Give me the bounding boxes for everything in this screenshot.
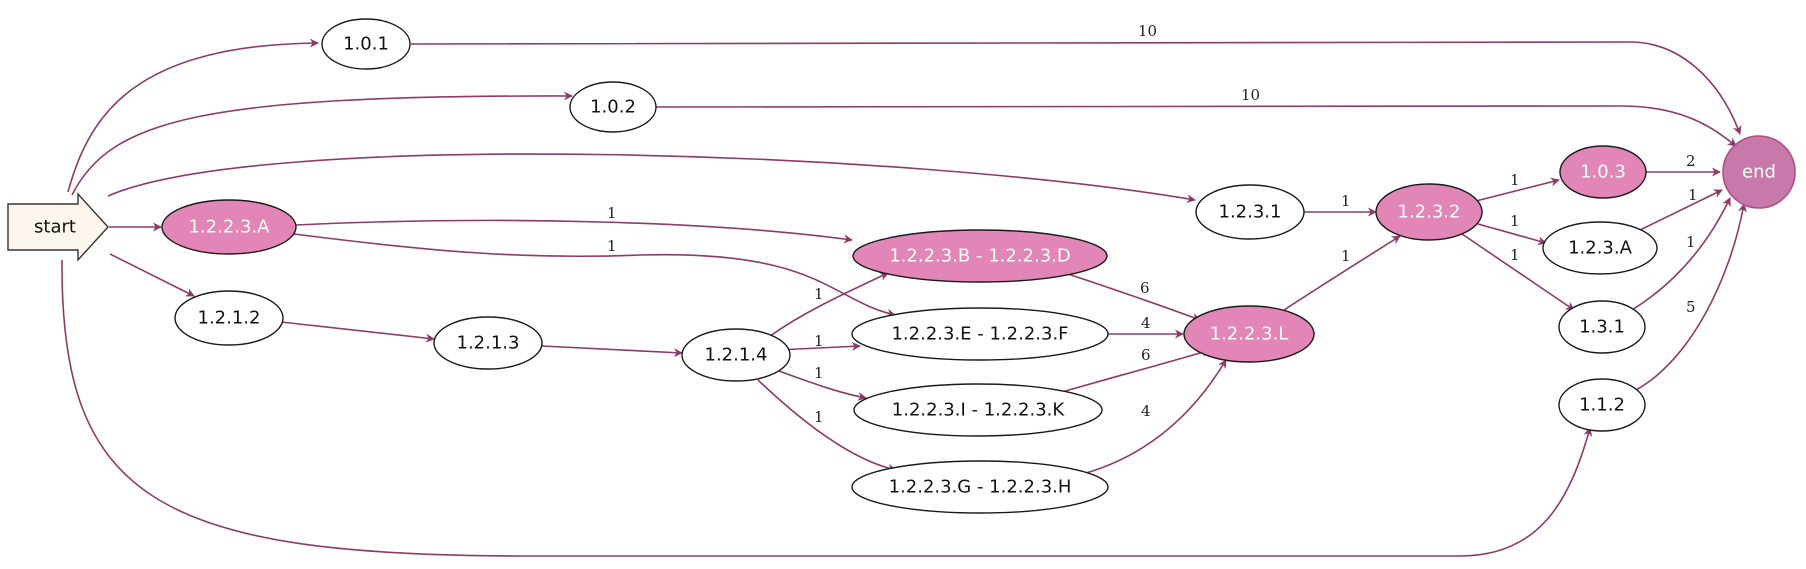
node-1.2.2.3.G-H[interactable]: 1.2.2.3.G - 1.2.2.3.H <box>851 460 1109 514</box>
edge-1.2.1.4-to-1.2.2.3.G-H <box>757 379 897 473</box>
edge-1.2.2.3.I-K-to-1.2.2.3.L <box>1061 348 1211 393</box>
edge-label: 1 <box>814 332 824 350</box>
node-label: 1.2.2.3.E - 1.2.2.3.F <box>891 324 1068 345</box>
node-label: 1.2.2.3.L <box>1210 324 1289 345</box>
node-1.0.3[interactable]: 1.0.3 <box>1559 145 1647 199</box>
edge-start-to-1.0.2 <box>71 91 573 196</box>
edge-label: 1 <box>814 285 824 303</box>
node-1.2.3.1[interactable]: 1.2.3.1 <box>1195 184 1305 240</box>
edge-label: 1 <box>1688 186 1698 204</box>
edge-label: 6 <box>1140 279 1150 297</box>
node-end[interactable]: end <box>1722 135 1796 209</box>
edge-1.2.2.3.A-to-1.2.2.3.B-D <box>295 219 853 244</box>
node-label: 1.0.3 <box>1580 162 1626 183</box>
edge-label: 10 <box>1241 86 1260 104</box>
edge-1.1.2-to-end <box>1635 203 1747 391</box>
node-1.2.1.4[interactable]: 1.2.1.4 <box>681 328 791 382</box>
edge-1.2.1.3-to-1.2.1.4 <box>541 345 683 358</box>
edge-start-to-1.2.1.2 <box>109 253 195 297</box>
edge-label: 1 <box>1510 212 1520 230</box>
edge-label: 4 <box>1141 402 1151 420</box>
edge-1.2.2.3.G-H-to-1.2.2.3.L <box>1074 359 1227 477</box>
edge-1.2.2.3.L-to-1.2.3.2 <box>1283 235 1401 311</box>
node-1.2.2.3.I-K[interactable]: 1.2.2.3.I - 1.2.2.3.K <box>853 383 1103 437</box>
edge-1.2.2.3.A-to-1.2.2.3.E-F <box>293 233 896 318</box>
node-label: 1.2.2.3.I - 1.2.2.3.K <box>892 400 1066 421</box>
edge-label: 10 <box>1138 22 1157 40</box>
edge-start-to-1.1.2 <box>61 259 1593 557</box>
node-label: 1.2.3.2 <box>1398 202 1461 223</box>
edge-1.2.3.2-to-1.3.1 <box>1461 233 1575 311</box>
edge-label: 1 <box>607 237 617 255</box>
edge-1.3.1-to-end <box>1631 197 1731 311</box>
edge-label: 1 <box>814 408 824 426</box>
edge-1.2.3.A-to-end <box>1639 189 1723 231</box>
edge-label: 1 <box>1510 246 1520 264</box>
node-1.2.2.3.L[interactable]: 1.2.2.3.L <box>1183 305 1315 363</box>
node-1.2.2.3.B-D[interactable]: 1.2.2.3.B - 1.2.2.3.D <box>852 229 1108 283</box>
edge-label: 1 <box>607 204 617 222</box>
node-label: 1.2.2.3.G - 1.2.2.3.H <box>889 477 1072 498</box>
node-label: 1.2.1.2 <box>198 308 261 329</box>
node-1.2.2.3.A[interactable]: 1.2.2.3.A <box>161 199 297 255</box>
node-1.2.1.2[interactable]: 1.2.1.2 <box>174 290 284 346</box>
node-1.1.2[interactable]: 1.1.2 <box>1558 378 1646 432</box>
edge-start-to-1.2.3.1 <box>107 153 1196 204</box>
node-label: 1.0.2 <box>590 97 636 118</box>
node-1.2.3.2[interactable]: 1.2.3.2 <box>1375 183 1483 241</box>
node-label: start <box>34 217 76 238</box>
edge-1.2.1.4-to-1.2.2.3.B-D <box>769 272 889 337</box>
node-1.0.1[interactable]: 1.0.1 <box>321 18 411 70</box>
edge-1.2.3.2-to-1.2.3.A <box>1477 223 1547 246</box>
node-label: 1.2.2.3.B - 1.2.2.3.D <box>889 246 1071 267</box>
edge-1.2.3.2-to-1.0.3 <box>1475 177 1560 202</box>
edge-label: 5 <box>1686 298 1696 316</box>
node-start[interactable]: start <box>7 192 109 262</box>
node-label: 1.1.2 <box>1579 395 1625 416</box>
edge-label: 6 <box>1141 346 1151 364</box>
node-label: 1.2.1.3 <box>457 333 520 354</box>
node-1.0.2[interactable]: 1.0.2 <box>569 81 657 133</box>
edge-start-to-1.0.1 <box>67 38 319 193</box>
edge-1.2.1.4-to-1.2.2.3.E-F <box>776 341 861 351</box>
edge-label: 1 <box>1341 192 1351 210</box>
node-label: 1.0.1 <box>343 34 389 55</box>
node-label: 1.2.2.3.A <box>188 217 270 238</box>
edge-label: 1 <box>1341 247 1351 265</box>
node-label: end <box>1742 162 1776 183</box>
node-label: 1.2.1.4 <box>705 345 768 366</box>
edge-label: 1 <box>1686 233 1696 251</box>
nodes: start end 1.0.1 1.0.2 1.0.3 1.2.2.3.A 1.… <box>7 18 1796 514</box>
edges: 10 10 1 1 1 1 1 1 6 4 6 <box>61 22 1747 557</box>
edge-1.0.1-to-end <box>410 41 1742 135</box>
edge-label: 2 <box>1686 152 1696 170</box>
edge-1.2.2.3.B-D-to-1.2.2.3.L <box>1067 273 1201 322</box>
edge-label: 1 <box>1510 171 1520 189</box>
edge-1.2.1.4-to-1.2.2.3.I-K <box>775 369 867 401</box>
node-1.2.2.3.E-F[interactable]: 1.2.2.3.E - 1.2.2.3.F <box>851 307 1109 361</box>
edge-label: 1 <box>814 364 824 382</box>
edge-1.0.2-to-end <box>653 105 1737 147</box>
edge-label: 4 <box>1141 314 1151 332</box>
node-1.3.1[interactable]: 1.3.1 <box>1558 300 1646 354</box>
edge-1.2.1.2-to-1.2.1.3 <box>280 321 435 343</box>
node-1.2.1.3[interactable]: 1.2.1.3 <box>433 316 543 370</box>
node-label: 1.2.3.1 <box>1219 202 1282 223</box>
node-label: 1.3.1 <box>1579 317 1625 338</box>
node-1.2.3.A[interactable]: 1.2.3.A <box>1542 221 1658 275</box>
node-label: 1.2.3.A <box>1568 238 1633 259</box>
